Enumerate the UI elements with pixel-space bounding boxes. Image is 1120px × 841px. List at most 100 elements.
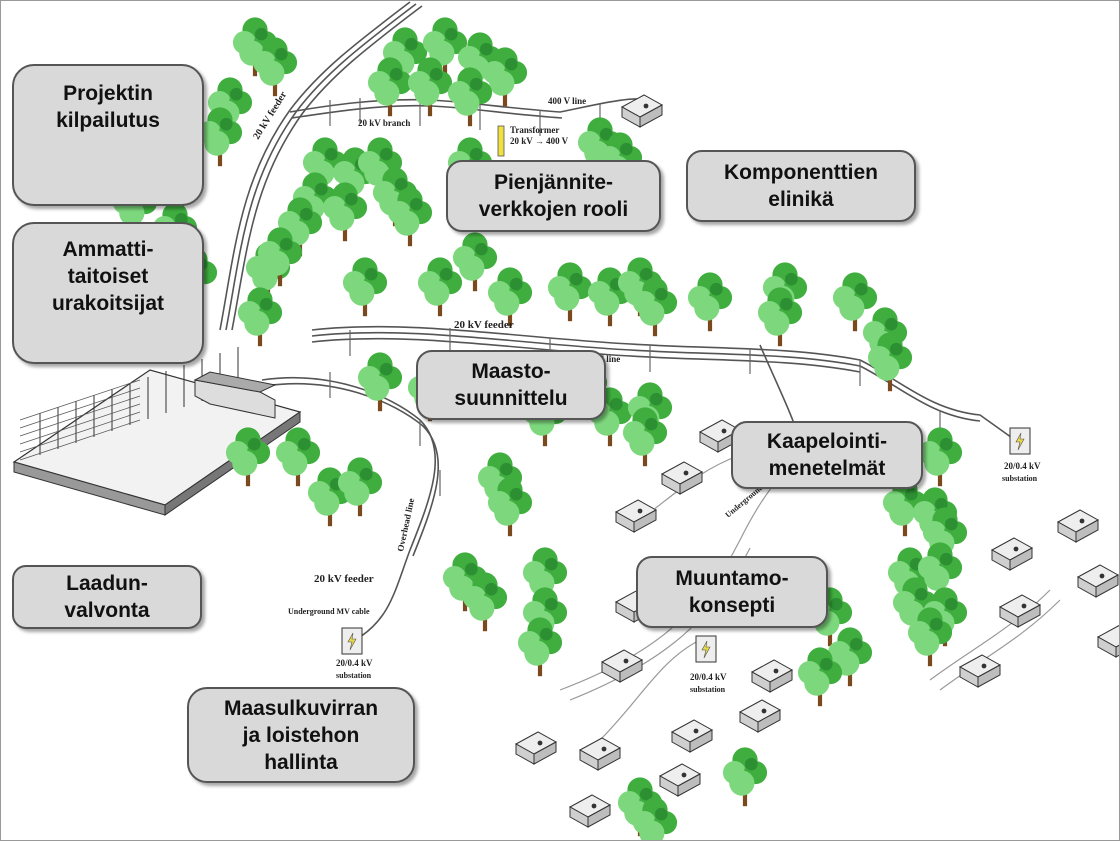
tree-shade <box>935 497 948 511</box>
tree-40 <box>757 287 803 347</box>
tree-crown-low <box>364 375 390 401</box>
tree-73 <box>797 647 843 707</box>
tree-shade <box>255 27 268 41</box>
tree-shade <box>855 282 868 296</box>
tree-crown-low <box>889 500 915 526</box>
house-window <box>681 772 687 778</box>
tree-shade <box>820 657 833 671</box>
tree-12 <box>422 17 468 77</box>
tree-76 <box>632 797 678 841</box>
tree-74 <box>722 747 768 807</box>
transformer-label: Transformer <box>510 125 559 135</box>
tree-38 <box>687 272 733 332</box>
tree-crown-low <box>594 410 620 436</box>
tree-shade <box>745 757 758 771</box>
tree-shade <box>570 272 583 286</box>
tree-14 <box>482 47 528 107</box>
tree-52 <box>275 427 321 487</box>
house-wall-right <box>639 104 663 128</box>
house-window <box>1021 603 1027 609</box>
tree-shade <box>645 417 658 431</box>
box-komponenttien-elinika: Komponenttien elinikä <box>686 150 916 222</box>
tree-61 <box>517 617 563 677</box>
tree-24 <box>387 187 433 247</box>
tree-crown-low <box>259 60 285 86</box>
tree-43 <box>867 332 913 392</box>
road-2 <box>599 639 701 741</box>
tree-37 <box>632 277 678 337</box>
secondary-substation-2 <box>1009 427 1031 455</box>
tree-16 <box>407 57 453 117</box>
tree-shade <box>280 237 293 251</box>
tree-shade <box>545 557 558 571</box>
house-window <box>761 708 767 714</box>
tree-crown-low <box>639 300 665 326</box>
tree-shade <box>315 182 328 196</box>
house-window <box>537 740 543 746</box>
house-wall-right <box>1095 574 1119 598</box>
secondary-substation-1 <box>695 635 717 663</box>
house-12 <box>738 699 782 733</box>
tree-shade <box>260 297 273 311</box>
tree-crown-low <box>629 430 655 456</box>
box-pienjanniteverkkojen-rooli: Pienjännite- verkkojen rooli <box>446 160 661 232</box>
tree-shade <box>655 287 668 301</box>
tree-crown-low <box>424 280 450 306</box>
house-window <box>721 428 727 434</box>
tree-63 <box>882 477 928 537</box>
tree-shade <box>780 297 793 311</box>
house-16 <box>658 763 702 797</box>
substation-c-sub-label: substation <box>1002 474 1038 483</box>
substation-a-sub-label: substation <box>336 671 372 680</box>
tree-crown-low <box>924 450 950 476</box>
feeder-20kv-top-label: 20 kV feeder <box>251 89 289 141</box>
tree-10 <box>237 287 283 347</box>
tree-44 <box>357 352 403 412</box>
tree-35 <box>587 267 633 327</box>
tree-shade <box>510 487 523 501</box>
tree-crown-low <box>554 285 580 311</box>
tree-shade <box>650 392 663 406</box>
tree-crown-low <box>469 595 495 621</box>
house-wall-right <box>633 509 657 533</box>
tree-crown-low <box>204 130 230 156</box>
tree-shade <box>885 317 898 331</box>
tree-shade <box>390 67 403 81</box>
tree-shade <box>505 57 518 71</box>
tree-crown-low <box>264 250 290 276</box>
tree-crown-low <box>874 355 900 381</box>
tree-shade <box>470 77 483 91</box>
tree-shade <box>940 552 953 566</box>
tree-shade <box>325 147 338 161</box>
box-maasulkuvirran-hallinta: Maasulkuvirran ja loistehon hallinta <box>187 687 415 783</box>
secondary-substations <box>341 427 1031 663</box>
tree-shade <box>600 127 613 141</box>
tree-shade <box>380 147 393 161</box>
tree-shade <box>230 87 243 101</box>
house-11 <box>750 659 794 693</box>
house-wall-right <box>769 669 793 693</box>
power-line-9 <box>264 382 440 557</box>
house-13 <box>670 719 714 753</box>
power-line-8 <box>261 376 437 641</box>
house-window <box>601 746 607 752</box>
tree-shade <box>945 517 958 531</box>
power-line-0 <box>219 1 411 331</box>
house-wall-right <box>619 659 643 683</box>
busbar-4 <box>19 411 141 453</box>
feeder-20kv-mid-label: 20 kV feeder <box>454 319 514 331</box>
lightning-icon <box>701 640 711 659</box>
tree-1 <box>252 37 298 97</box>
tree-68 <box>892 577 938 637</box>
power-line-5 <box>311 325 1016 441</box>
transformer-ratio-label: 20 kV → 400 V <box>510 136 569 146</box>
tree-shade <box>298 437 311 451</box>
house-17 <box>568 794 612 828</box>
house-window <box>623 658 629 664</box>
house-wall-right <box>689 729 713 753</box>
tree-shade <box>480 42 493 56</box>
substation-b-sub-label: substation <box>690 685 726 694</box>
secondary-substation-0 <box>341 627 363 655</box>
tree-shade <box>945 597 958 611</box>
tree-crown-low <box>454 90 480 116</box>
